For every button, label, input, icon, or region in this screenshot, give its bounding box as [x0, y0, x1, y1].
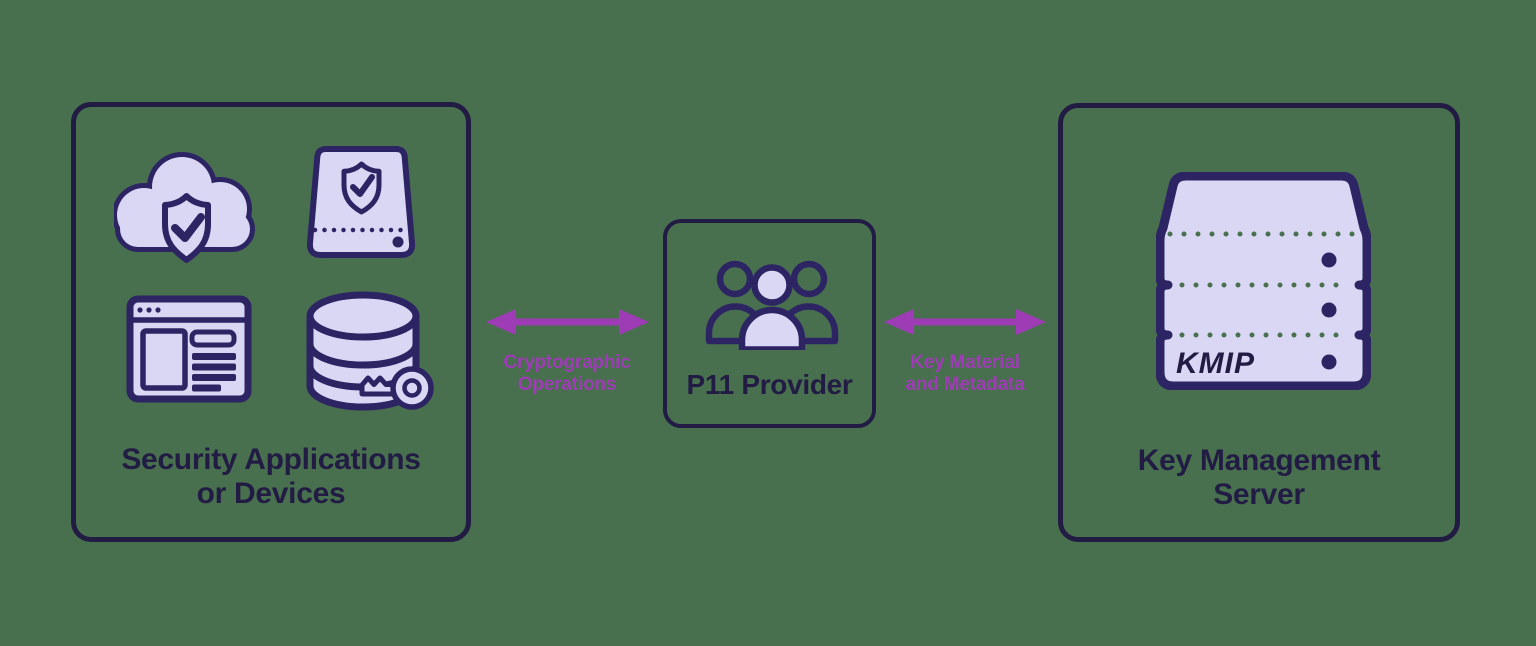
middle-box-title: P11 Provider	[686, 369, 853, 400]
right-box-title-line2: Server	[1213, 478, 1305, 511]
p11-provider-box: P11 Provider	[663, 219, 876, 428]
kmip-server-icon: KMIP	[1156, 172, 1371, 390]
left-box-title: Security Applications or Devices	[76, 443, 466, 511]
left-box-title-line1: Security Applications	[121, 443, 421, 476]
users-group-icon	[705, 260, 839, 350]
key-icon	[359, 366, 434, 410]
key-management-server-box: KMIP Key Management Server	[1058, 103, 1460, 542]
right-box-title: Key Management Server	[1063, 444, 1455, 512]
key-material-arrow	[884, 309, 1046, 335]
key-material-label: Key Material and Metadata	[905, 352, 1025, 395]
cryptographic-operations-arrow	[486, 309, 649, 335]
cryptographic-operations-label: Cryptographic Operations	[503, 352, 631, 395]
security-applications-box: Security Applications or Devices	[71, 102, 471, 542]
kmip-label: KMIP	[1176, 347, 1255, 380]
right-box-title-line1: Key Management	[1137, 444, 1381, 477]
cloud-security-icon	[114, 152, 255, 263]
web-application-icon	[126, 295, 252, 403]
secure-appliance-icon	[306, 146, 416, 258]
database-key-icon	[306, 291, 434, 411]
left-box-title-line2: or Devices	[196, 477, 346, 510]
shield-check-icon	[162, 193, 211, 263]
